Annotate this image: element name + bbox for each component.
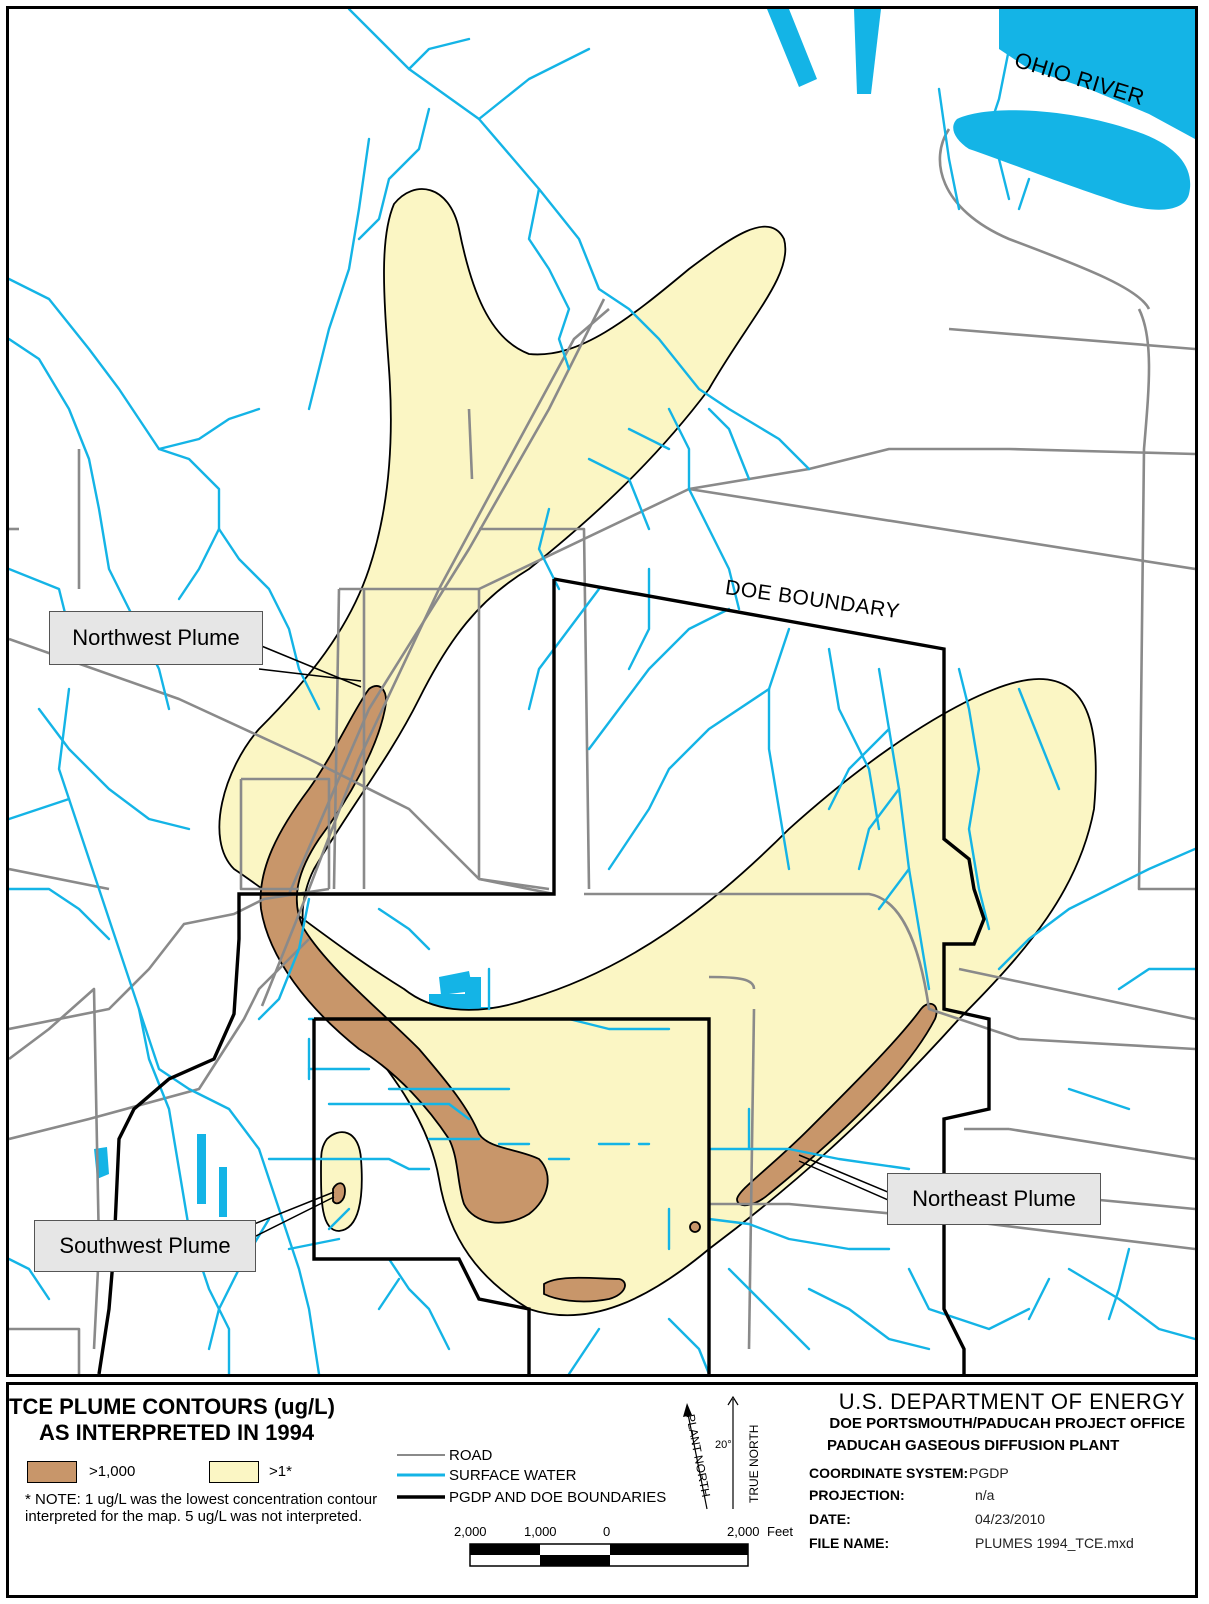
plume-high-southeast	[543, 1276, 626, 1303]
coordinate-system-value: PGDP	[969, 1465, 1009, 1481]
scale-tick-2000-right: 2,000	[727, 1524, 760, 1539]
map-frame: OHIO RIVER DOE BOUNDARY Northwest Plume …	[6, 6, 1198, 1377]
projection-label: PROJECTION:	[809, 1487, 905, 1503]
northeast-plume-callout: Northeast Plume	[887, 1173, 1101, 1225]
file-name-label: FILE NAME:	[809, 1535, 890, 1551]
plant-title: PADUCAH GASEOUS DIFFUSION PLANT	[827, 1437, 1120, 1454]
legend-surface-water-label: SURFACE WATER	[449, 1467, 577, 1484]
legend-panel: TCE PLUME CONTOURS (ug/L) AS INTERPRETED…	[6, 1382, 1198, 1598]
legend-line-symbols	[397, 1454, 445, 1499]
map-canvas	[9, 9, 1195, 1374]
legend-road-label: ROAD	[449, 1447, 493, 1464]
agency-title: U.S. DEPARTMENT OF ENERGY	[838, 1389, 1185, 1414]
date-label: DATE:	[809, 1511, 851, 1527]
north-arrow-icon	[683, 1395, 739, 1510]
plume-high-southwest	[332, 1182, 346, 1205]
legend-swatch-low	[209, 1461, 259, 1483]
plume-low-southwest	[320, 1131, 363, 1232]
southwest-plume-callout: Southwest Plume	[34, 1220, 256, 1272]
coordinate-system-label: COORDINATE SYSTEM:	[809, 1465, 969, 1481]
scale-unit: Feet	[767, 1524, 794, 1539]
plume-high-northwest	[259, 685, 549, 1224]
scale-tick-0: 0	[603, 1524, 611, 1539]
plume-high-contours	[259, 685, 938, 1303]
north-angle-label: 20°	[715, 1439, 732, 1451]
legend-high-label: >1,000	[89, 1463, 136, 1480]
projection-value: n/a	[975, 1487, 995, 1503]
legend-note: * NOTE: 1 ug/L was the lowest concentrat…	[25, 1491, 378, 1525]
office-title: DOE PORTSMOUTH/PADUCAH PROJECT OFFICE	[829, 1415, 1185, 1432]
legend-title-line1: TCE PLUME CONTOURS (ug/L)	[9, 1394, 335, 1419]
file-name-value: PLUMES 1994_TCE.mxd	[975, 1535, 1134, 1551]
northwest-plume-callout: Northwest Plume	[49, 611, 263, 665]
scale-bar	[469, 1543, 749, 1567]
legend-title-line2: AS INTERPRETED IN 1994	[39, 1420, 315, 1445]
legend-boundaries-label: PGDP AND DOE BOUNDARIES	[449, 1489, 667, 1506]
legend-low-label: >1*	[269, 1463, 292, 1480]
scale-tick-1000: 1,000	[524, 1524, 557, 1539]
callout-leaders	[253, 644, 896, 1238]
scale-tick-2000-left: 2,000	[454, 1524, 487, 1539]
date-value: 04/23/2010	[975, 1511, 1046, 1527]
true-north-label: TRUE NORTH	[747, 1424, 761, 1503]
surface-water-streams	[9, 9, 1195, 1374]
legend-swatch-high	[27, 1461, 77, 1483]
roads	[9, 128, 1195, 1374]
